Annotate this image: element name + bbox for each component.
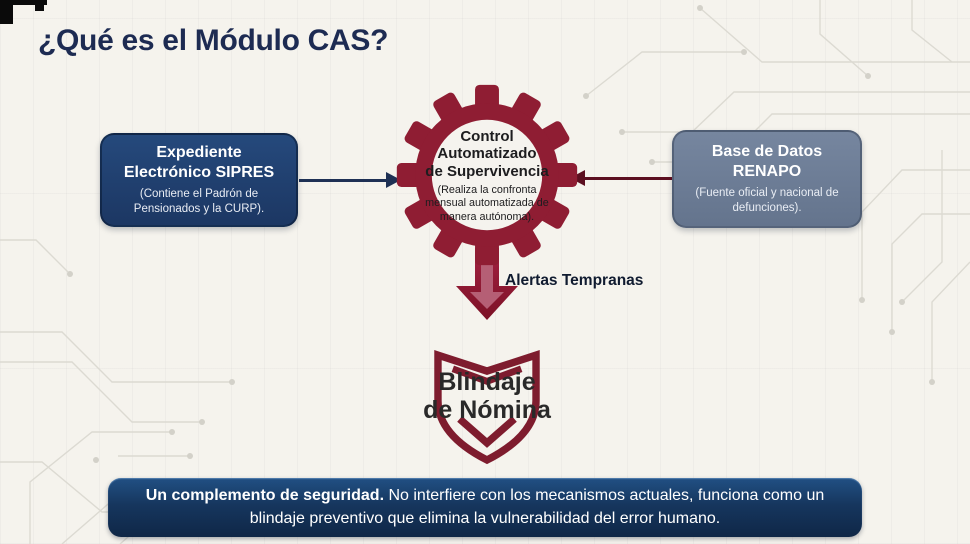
node-cas-text: Control Automatizado de Supervivencia (R… bbox=[425, 113, 549, 239]
security-banner-text: Un complemento de seguridad. No interfie… bbox=[142, 485, 828, 530]
node-renapo: Base de Datos RENAPO (Fuente oficial y n… bbox=[672, 130, 862, 228]
letterbox-artifact bbox=[35, 0, 44, 11]
node-cas-title-line2: Automatizado bbox=[437, 145, 537, 163]
node-renapo-title-line1: Base de Datos bbox=[711, 143, 823, 161]
down-arrow-label: Alertas Tempranas bbox=[505, 272, 644, 289]
node-cas-title-line3: de Supervivencia bbox=[425, 163, 549, 181]
node-sipres-title: Expediente Electrónico SIPRES bbox=[124, 143, 274, 182]
node-renapo-title-line2: RENAPO bbox=[732, 162, 802, 180]
letterbox-artifact bbox=[0, 0, 13, 24]
node-cas-title: Control Automatizado de Supervivencia bbox=[425, 128, 548, 181]
node-sipres-note: (Contiene el Padrón de Pensionados y la … bbox=[133, 188, 265, 216]
node-renapo-note: (Fuente oficial y nacional de defuncione… bbox=[695, 187, 839, 215]
page-title: ¿Qué es el Módulo CAS? bbox=[38, 24, 389, 57]
node-cas: Control Automatizado de Supervivencia (R… bbox=[395, 83, 579, 267]
arrow-down-icon bbox=[456, 248, 518, 320]
security-banner: Un complemento de seguridad. No interfie… bbox=[108, 478, 862, 537]
shield-label-line1: Blindaje bbox=[438, 368, 536, 396]
shield-label-line2: de Nómina bbox=[423, 396, 551, 424]
security-banner-bold: Un complemento de seguridad. bbox=[145, 486, 385, 504]
node-sipres-title-line2: Electrónico SIPRES bbox=[123, 163, 275, 181]
node-cas-title-line1: Control bbox=[460, 127, 514, 145]
node-sipres: Expediente Electrónico SIPRES (Contiene … bbox=[100, 133, 298, 227]
letterbox-artifact bbox=[0, 0, 47, 5]
node-sipres-title-line1: Expediente bbox=[156, 144, 242, 162]
connector-sipres-to-cas bbox=[299, 179, 387, 182]
shield-label: Blindaje de Nómina bbox=[400, 368, 574, 424]
node-cas-note: (Realiza la confronta mensual automatiza… bbox=[425, 183, 549, 223]
connector-renapo-to-cas bbox=[585, 177, 672, 180]
security-banner-rest: No interfiere con los mecanismos actuale… bbox=[249, 486, 825, 527]
shield-icon bbox=[434, 350, 540, 465]
gear-icon bbox=[396, 84, 578, 266]
node-renapo-title: Base de Datos RENAPO bbox=[712, 142, 822, 181]
